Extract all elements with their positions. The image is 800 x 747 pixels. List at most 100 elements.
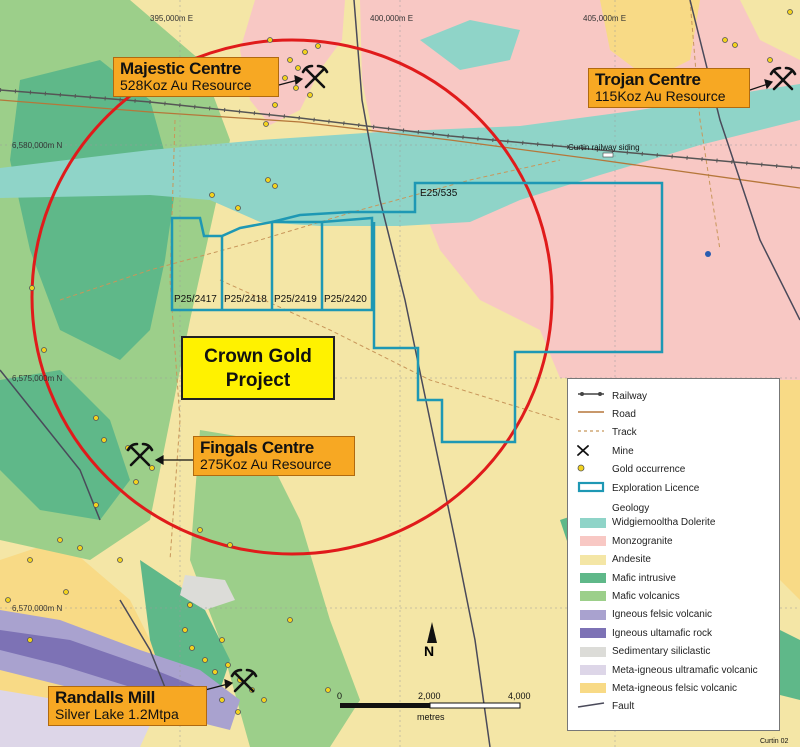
legend-label: Mine <box>612 445 634 457</box>
legend-label: Mafic intrusive <box>612 572 676 584</box>
licence-label-e25-535[interactable]: E25/535 <box>420 188 458 199</box>
legend-label: Igneous ultamafic rock <box>612 627 713 639</box>
legend-item-fault: Fault <box>576 700 634 714</box>
callout-subtitle: 275Koz Au Resource <box>200 455 332 472</box>
scale-bar-graphic <box>340 702 521 709</box>
legend-label: Gold occurrence <box>612 464 686 476</box>
legend-item-road-symbol <box>576 408 610 420</box>
easting-label: 400,000m E <box>370 14 414 23</box>
northing-label: 6,580,000m N <box>12 141 63 150</box>
legend-label: Andesite <box>612 554 651 566</box>
legend-label: Track <box>612 427 637 439</box>
legend-geology-item-symbol <box>576 609 610 621</box>
legend-label: Fault <box>612 701 635 713</box>
legend-geology-heading: Geology <box>612 502 650 514</box>
legend-geology-item: Igneous felsic volcanic <box>576 608 712 622</box>
mafic-volcanics-south <box>190 430 360 747</box>
northing-label: 6,575,000m N <box>12 374 63 383</box>
legend-item-track-symbol <box>576 427 610 439</box>
scale-tick-label: 0 <box>337 691 343 701</box>
north-label: N <box>424 643 435 659</box>
easting-label: 405,000m E <box>583 14 627 23</box>
railway-siding-label: Curtin railway siding <box>568 143 640 152</box>
legend-label: Meta-igneous felsic volcanic <box>612 682 738 694</box>
licence-label-p25-2420[interactable]: P25/2420 <box>324 294 367 305</box>
legend-item-railway: Railway <box>576 389 647 403</box>
legend-label: Igneous felsic volcanic <box>612 609 713 621</box>
legend-item-mine: Mine <box>576 444 634 458</box>
callout-title: Majestic Centre <box>120 59 242 78</box>
legend-geology-item-symbol <box>576 682 610 694</box>
legend-geology-item-symbol <box>576 517 610 529</box>
callout-subtitle: 528Koz Au Resource <box>120 76 252 93</box>
callout-title: Trojan Centre <box>595 70 701 89</box>
tracks <box>59 0 721 561</box>
legend-geology-item-symbol <box>576 535 610 547</box>
felsic-patch-1 <box>600 0 700 80</box>
easting-label: 395,000m E <box>150 14 194 23</box>
road <box>0 99 800 189</box>
exploration-licences <box>170 181 664 444</box>
legend-label: Exploration Licence <box>612 482 700 494</box>
fingals-centre-callout[interactable]: Fingals Centre 275Koz Au Resource <box>193 436 355 476</box>
project-title-line1: Crown Gold <box>204 346 312 367</box>
legend-item-mine-symbol <box>576 445 610 457</box>
legend-geology-item-symbol <box>576 572 610 584</box>
callout-title: Randalls Mill <box>55 688 156 707</box>
legend-item-gold-symbol <box>576 464 610 476</box>
legend-label: Sedimentary siliclastic <box>612 646 711 658</box>
railway-siding-marker <box>602 152 614 158</box>
legend-item-fault-symbol <box>576 701 610 713</box>
callout-subtitle: 115Koz Au Resource <box>595 87 726 104</box>
callout-title: Fingals Centre <box>200 438 314 457</box>
legend-geology-item: Meta-igneous felsic volcanic <box>576 681 737 695</box>
legend-geology-item: Widgiemooltha Dolerite <box>576 516 715 530</box>
figure-code: Curtin 02 <box>760 738 789 745</box>
mafic-intrusive-1 <box>10 60 175 360</box>
legend-geology-item-symbol <box>576 627 610 639</box>
callout-subtitle: Silver Lake 1.2Mtpa <box>55 705 179 722</box>
legend-geology-item: Igneous ultamafic rock <box>576 626 712 640</box>
legend-geology-item-symbol <box>576 590 610 602</box>
mafic-intrusive-2 <box>0 370 130 520</box>
legend-geology-item: Meta-igneous ultramafic volcanic <box>576 663 758 677</box>
legend-geology-item: Mafic intrusive <box>576 571 676 585</box>
legend-label: Road <box>612 408 636 420</box>
legend-item-licence: Exploration Licence <box>576 481 699 495</box>
north-arrow <box>427 622 437 643</box>
blue-marker <box>705 251 711 257</box>
majestic-centre-callout[interactable]: Majestic Centre 528Koz Au Resource <box>113 57 279 97</box>
dolerite-patch <box>420 20 520 70</box>
legend-item-licence-symbol <box>576 481 610 494</box>
legend-label: Mafic volcanics <box>612 590 680 602</box>
legend-label: Meta-igneous ultramafic volcanic <box>612 664 758 676</box>
licence-label-p25-2419[interactable]: P25/2419 <box>274 294 317 305</box>
legend-geology-item: Andesite <box>576 553 651 567</box>
legend-label: Monzogranite <box>612 535 673 547</box>
legend-geology-item-symbol <box>576 554 610 566</box>
legend-geology-item-symbol <box>576 646 610 658</box>
licence-label-p25-2417[interactable]: P25/2417 <box>174 294 217 305</box>
legend-item-track: Track <box>576 426 637 440</box>
legend-label: Railway <box>612 390 648 402</box>
legend-item-gold: Gold occurrence <box>576 463 685 477</box>
gold-occurrences <box>5 9 793 715</box>
sedimentary-patch <box>180 575 235 610</box>
scale-tick-label: 2,000 <box>418 691 441 701</box>
project-title[interactable]: Crown Gold Project <box>181 336 335 400</box>
legend-item-railway-symbol <box>576 390 610 402</box>
licence-label-p25-2418[interactable]: P25/2418 <box>224 294 267 305</box>
legend-geology-item: Mafic volcanics <box>576 589 680 603</box>
legend-geology-item: Monzogranite <box>576 534 673 548</box>
legend-geology-item: Sedimentary siliclastic <box>576 645 710 659</box>
scale-unit-label: metres <box>417 712 445 722</box>
trojan-centre-callout[interactable]: Trojan Centre 115Koz Au Resource <box>588 68 750 108</box>
scale-tick-label: 4,000 <box>508 691 531 701</box>
legend-label: Widgiemooltha Dolerite <box>612 517 716 529</box>
legend-geology-item-symbol <box>576 664 610 676</box>
randalls-mill-callout[interactable]: Randalls Mill Silver Lake 1.2Mtpa <box>48 686 207 726</box>
northing-label: 6,570,000m N <box>12 604 63 613</box>
